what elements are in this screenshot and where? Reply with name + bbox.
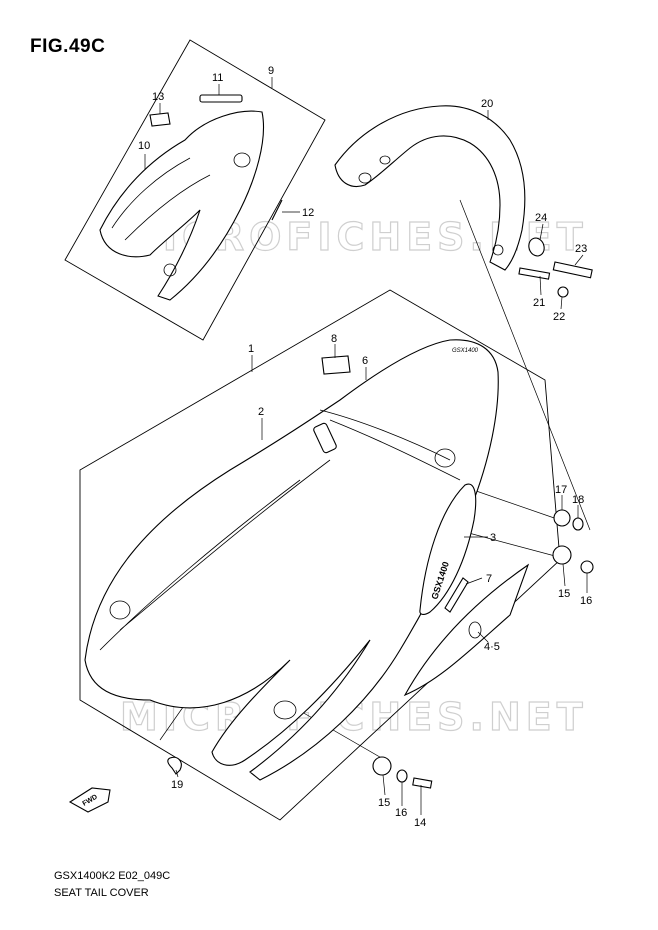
seat-tail-cover — [84, 339, 499, 781]
stripe-decal — [444, 577, 469, 613]
callout-2: 2 — [258, 406, 264, 418]
callout-16b: 16 — [395, 807, 407, 819]
callout-18: 18 — [572, 494, 584, 506]
callout-10: 10 — [138, 140, 150, 152]
callout-15b: 15 — [378, 797, 390, 809]
callout-22: 22 — [553, 311, 565, 323]
grab-rail — [334, 105, 526, 271]
side-decal-panel — [403, 563, 530, 697]
mount-grommets — [167, 509, 594, 789]
alignment-lines — [159, 199, 591, 761]
callout-12: 12 — [302, 207, 314, 219]
callout-16a: 16 — [580, 595, 592, 607]
callout-11: 11 — [212, 72, 223, 84]
callout-14: 14 — [414, 817, 426, 829]
side-emblem: GSX1400 — [419, 483, 477, 615]
callout-8: 8 — [331, 333, 337, 345]
callout-23: 23 — [575, 243, 587, 255]
seat-badge-text: GSX1400 — [452, 348, 479, 354]
rail-bolt-hardware — [518, 237, 593, 298]
callout-9: 9 — [268, 65, 274, 77]
forward-arrow-icon: FWD — [68, 787, 111, 813]
callout-19: 19 — [171, 779, 183, 791]
callout-labels: 1 2 3 4·5 6 7 8 9 10 11 12 13 14 15 15 1… — [138, 65, 592, 829]
callout-6: 6 — [362, 355, 368, 367]
callout-3: 3 — [490, 532, 496, 544]
callout-15a: 15 — [558, 588, 570, 600]
callout-1: 1 — [248, 343, 254, 355]
callout-20: 20 — [481, 98, 493, 110]
figure-title: FIG.49C — [30, 36, 106, 57]
figure-name: SEAT TAIL COVER — [54, 887, 149, 899]
leader-lines — [144, 77, 588, 815]
tail-cover-kit — [99, 94, 283, 301]
callout-24: 24 — [535, 212, 547, 224]
model-code: GSX1400K2 E02_049C — [54, 870, 171, 882]
callout-21: 21 — [533, 297, 545, 309]
callout-4-5: 4·5 — [484, 641, 500, 653]
decal-plate — [321, 355, 351, 375]
kit-frame — [64, 39, 326, 341]
callout-7: 7 — [486, 573, 492, 585]
callout-13: 13 — [152, 91, 164, 103]
callout-17: 17 — [555, 484, 567, 496]
